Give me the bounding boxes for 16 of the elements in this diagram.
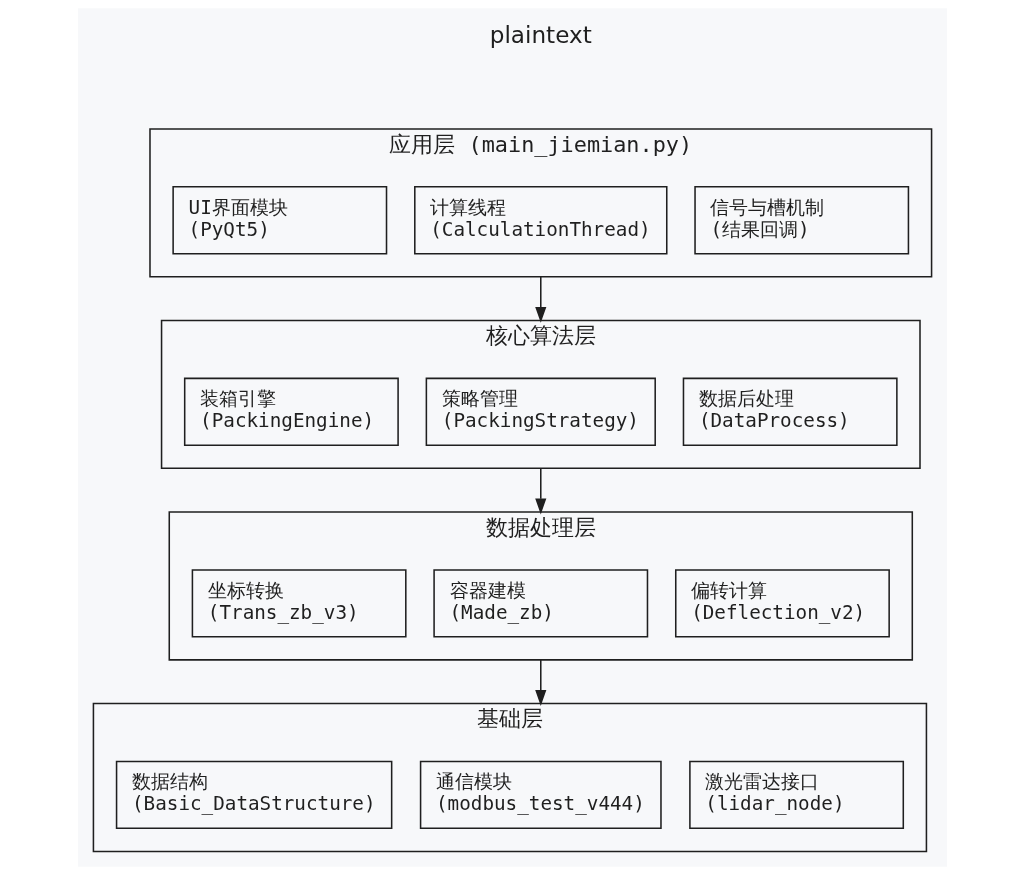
node-box: 数据后处理 (DataProcess) (682, 377, 898, 446)
arrow (535, 659, 547, 706)
node-box: 信号与槽机制 (结果回调) (694, 186, 910, 255)
node-box: 激光雷达接口 (lidar_node) (689, 760, 905, 830)
node-box: UI界面模块 (PyQt5) (172, 186, 388, 255)
arrow (535, 276, 547, 323)
node-box: 通信模块 (modbus_test_v444) (419, 760, 662, 830)
arrow (535, 467, 547, 515)
node-box: 偏转计算 (Deflection_v2) (675, 569, 890, 638)
node-box: 策略管理 (PackingStrategy) (425, 377, 656, 446)
node-box: 坐标转换 (Trans_zb_v3) (191, 569, 407, 638)
node-box: 数据结构 (Basic_DataStructure) (115, 760, 393, 830)
node-box: 容器建模 (Made_zb) (433, 569, 649, 638)
node-box: 计算线程 (CalculationThread) (414, 186, 668, 255)
label: plaintext (489, 22, 592, 49)
node-box: 装箱引擎 (PackingEngine) (183, 377, 399, 446)
